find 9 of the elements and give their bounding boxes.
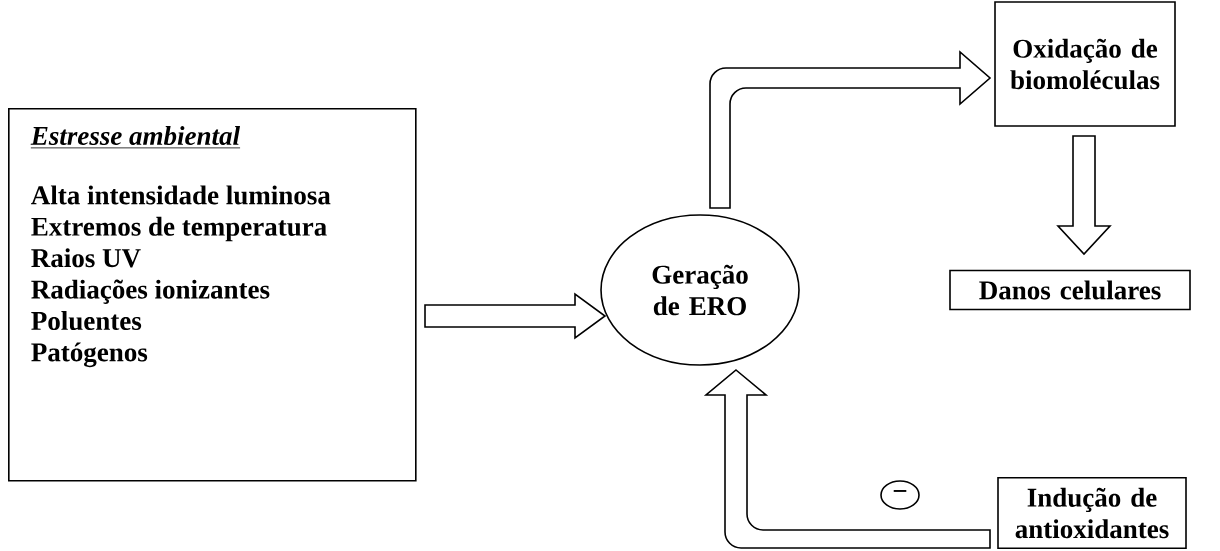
process-box: Estresse ambiental Alta intensidade luminosa Extremos de temperatura Raios UV Radiações ionizantes Poluentes Patógenos — [8, 108, 417, 482]
process-box: Indução de antioxidantes — [997, 476, 1187, 550]
bent-arrow — [709, 51, 991, 209]
block-arrow — [424, 292, 607, 340]
bent-arrow — [705, 369, 991, 549]
minus-sign: − — [880, 480, 920, 510]
process-box: Oxidação de biomoléculas — [994, 1, 1176, 127]
block-arrow — [1056, 135, 1112, 256]
process-box: Danos celulares — [949, 269, 1191, 311]
